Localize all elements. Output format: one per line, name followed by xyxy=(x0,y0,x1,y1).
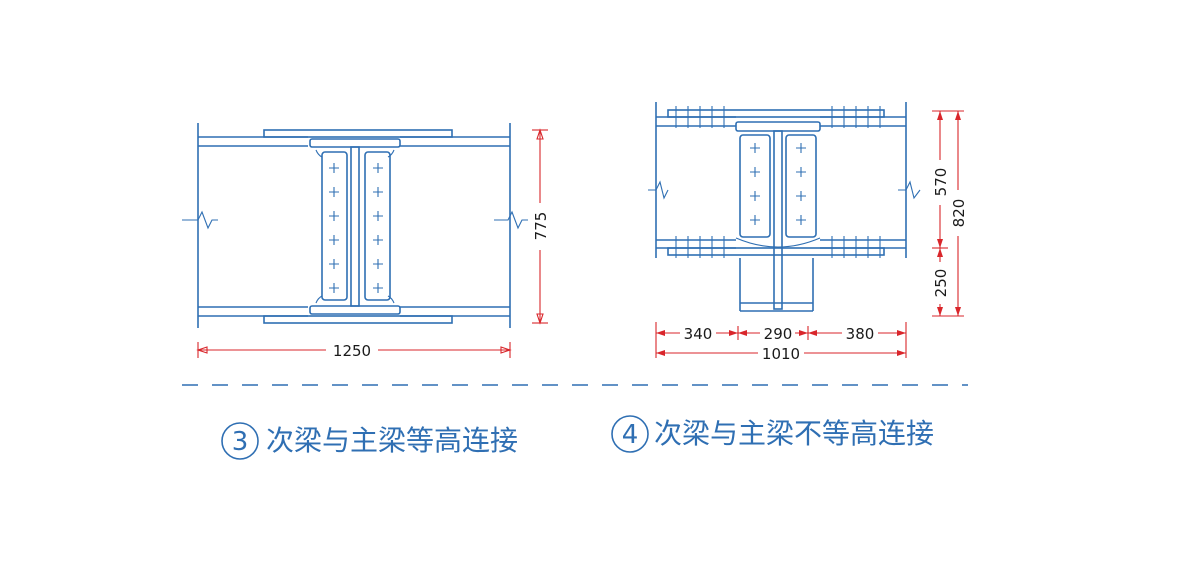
bolt-mark xyxy=(373,163,383,173)
left-splice-plate-4 xyxy=(739,134,771,238)
bolt-mark xyxy=(329,283,339,293)
caption-3-number: 3 xyxy=(232,427,249,457)
bolt-mark xyxy=(750,191,760,201)
main-beam-section-4 xyxy=(735,121,821,312)
bolt-mark xyxy=(373,187,383,197)
caption-3: 3 次梁与主梁等高连接 xyxy=(221,422,518,460)
dim-height-775: 775 xyxy=(532,212,550,241)
bolt-mark xyxy=(750,215,760,225)
detail-4-unequal-height-connection xyxy=(648,102,921,312)
bolt-group-detail-4 xyxy=(750,143,806,225)
detail-4-dimensions: 340 290 380 1010 570 820 250 xyxy=(655,110,968,363)
bolt-mark xyxy=(796,167,806,177)
dim-380: 380 xyxy=(846,325,875,343)
dim-820: 820 xyxy=(950,199,968,228)
bolt-mark xyxy=(750,143,760,153)
caption-4-number: 4 xyxy=(622,420,639,450)
bolt-mark xyxy=(373,211,383,221)
left-secondary-beam-4 xyxy=(648,102,736,258)
left-secondary-beam xyxy=(182,123,308,328)
dim-290: 290 xyxy=(764,325,793,343)
caption-4: 4 次梁与主梁不等高连接 xyxy=(611,415,934,453)
main-beam-section xyxy=(309,138,401,315)
bolt-group-detail-3 xyxy=(329,163,383,293)
detail-3-equal-height-connection xyxy=(182,123,528,328)
bolt-mark xyxy=(373,283,383,293)
dim-570: 570 xyxy=(932,168,950,197)
right-splice-plate xyxy=(364,151,391,301)
bolt-mark xyxy=(796,215,806,225)
bolt-mark xyxy=(796,191,806,201)
right-splice-plate-4 xyxy=(785,134,817,238)
bolt-mark xyxy=(373,259,383,269)
dim-340: 340 xyxy=(684,325,713,343)
bottom-cover-plate-4 xyxy=(667,247,885,256)
bolt-mark xyxy=(329,211,339,221)
bolt-mark xyxy=(329,163,339,173)
top-cover-plate xyxy=(263,129,453,138)
rebar-ticks-detail-4 xyxy=(675,106,881,258)
bolt-mark xyxy=(329,235,339,245)
caption-3-text: 次梁与主梁等高连接 xyxy=(266,424,518,457)
top-cover-plate-4 xyxy=(667,109,885,118)
bolt-mark xyxy=(796,143,806,153)
right-secondary-beam-4 xyxy=(820,102,921,258)
bottom-cover-plate xyxy=(263,315,453,324)
right-secondary-beam xyxy=(400,123,528,328)
dim-width-1250: 1250 xyxy=(333,342,371,360)
dim-250: 250 xyxy=(932,269,950,298)
bolt-mark xyxy=(329,259,339,269)
bolt-mark xyxy=(373,235,383,245)
caption-4-text: 次梁与主梁不等高连接 xyxy=(654,417,934,450)
dim-1010: 1010 xyxy=(762,345,800,363)
detail-3-dimensions: 1250 775 xyxy=(196,128,550,360)
bolt-mark xyxy=(750,167,760,177)
bolt-mark xyxy=(329,187,339,197)
left-splice-plate xyxy=(321,151,348,301)
